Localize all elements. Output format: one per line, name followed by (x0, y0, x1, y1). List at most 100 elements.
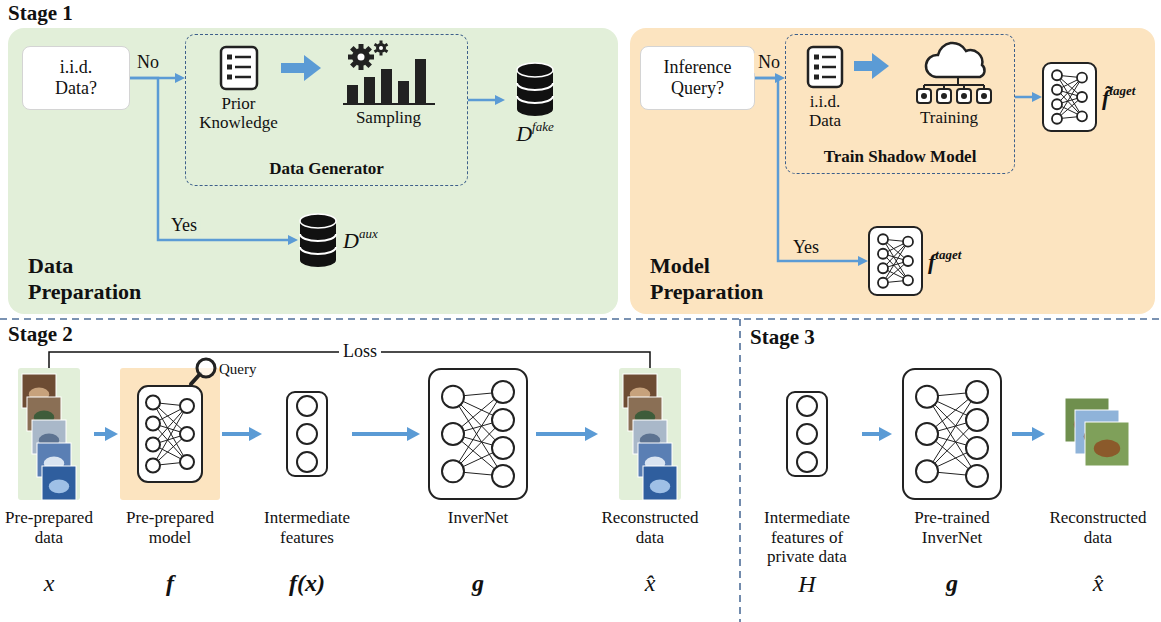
connector-arrow (1015, 96, 1032, 99)
edge-label: No (133, 53, 163, 73)
sampling-graphic (339, 41, 439, 105)
connector-arrow (854, 61, 872, 71)
invernet-box: Pre-trained InverNet g (892, 368, 1012, 596)
connector-arrow (1012, 432, 1032, 436)
math-superscript: fake (532, 119, 554, 134)
document-icon: i.i.d. Data (796, 45, 854, 130)
panel-title-box: Model Preparation (650, 253, 800, 304)
connector-arrow (755, 78, 858, 261)
math-symbol: x̂ (1045, 570, 1151, 596)
connector-arrow (536, 432, 585, 436)
invernet-box: InverNet g (420, 368, 536, 596)
imgs2-graphic (1063, 368, 1133, 500)
doc-graphic (219, 45, 259, 91)
panel-title-box: Data Preparation (28, 253, 178, 304)
image-stack: Reconstructed datax̂ (598, 368, 702, 596)
math-label: Daux (343, 226, 378, 254)
math-label: ftaget (928, 247, 961, 275)
cloud-graphic (903, 41, 995, 105)
math-symbol: f(x) (262, 570, 352, 596)
decision-box: i.i.d. Data? (22, 46, 130, 110)
feature-vector: Intermediate features f(x) (262, 368, 352, 596)
edge-label-box: Yes (789, 238, 823, 258)
imgs-graphic (18, 368, 80, 500)
node-caption: Intermediate features of private data (752, 508, 862, 567)
node-caption: Pre-trained InverNet (892, 508, 1012, 566)
math-symbol: x̂ (598, 570, 702, 596)
network-model: ftaget (868, 226, 961, 296)
math-symbol: g (420, 570, 536, 596)
connector-arrow (130, 77, 175, 80)
edge-label-box: No (754, 53, 784, 73)
inver-graphic (902, 368, 1002, 500)
stage-heading: Stage 3 (750, 326, 815, 349)
label-box: Query (219, 361, 257, 378)
icon-caption: i.i.d. Data (796, 92, 854, 130)
math-symbol: g (892, 570, 1012, 596)
edge-label: Yes (789, 238, 823, 258)
group-title: Train Shadow Model (786, 147, 1014, 167)
math-symbol: f (928, 249, 935, 274)
group-title-box: Train Shadow Model (786, 147, 1014, 167)
group-title: Data Generator (186, 159, 467, 179)
stage-heading: Stage 1 (8, 2, 73, 25)
stage-separator (739, 319, 741, 622)
sampling-icon: Sampling (321, 41, 456, 127)
math-superscript: taget (1109, 83, 1135, 98)
math-symbol: f̃ (1102, 85, 1109, 110)
math-label: f̃taget (1102, 83, 1135, 111)
math-symbol: f (118, 570, 222, 596)
node-caption: Intermediate features (262, 508, 352, 566)
icon-caption: Sampling (321, 108, 456, 127)
db-graphic (515, 62, 555, 117)
edge-label-box: No (133, 53, 163, 73)
edge-label-box: Loss (339, 342, 381, 362)
math-symbol: x (4, 570, 94, 596)
edge-label-box: Yes (167, 216, 201, 236)
math-label: Dfake (505, 119, 565, 147)
connector-arrow (94, 432, 105, 436)
feat-graphic (286, 368, 328, 500)
connector-arrow (352, 432, 407, 436)
database-icon: Daux (298, 212, 378, 268)
icon-caption: Prior Knowledge (196, 94, 281, 132)
image-stack: Reconstructed data x̂ (1045, 368, 1151, 596)
node-caption: Pre-prepared data (4, 508, 94, 566)
model-graphic (120, 368, 220, 500)
stage-separator (0, 318, 1161, 320)
connector-arrow (468, 99, 495, 102)
imgs-graphic (619, 368, 681, 500)
node-caption: Reconstructed data (1045, 508, 1151, 566)
math-superscript: taget (935, 247, 961, 262)
net-graphic (868, 226, 923, 296)
connector-arrow (222, 432, 249, 436)
document-icon: Prior Knowledge (196, 45, 281, 132)
stage-heading: Stage 2 (8, 323, 73, 346)
connector-arrow (862, 432, 879, 436)
math-symbol: D (343, 228, 359, 253)
math-superscript: aux (359, 226, 378, 241)
training-icon: Training (889, 41, 1009, 127)
database-icon: Dfake (505, 62, 565, 147)
decision-text: Inference Query? (659, 57, 736, 98)
decision-text: i.i.d. Data? (47, 57, 105, 98)
db-graphic (298, 213, 338, 268)
network-model: f̃taget (1042, 62, 1135, 132)
query-label: Query (219, 361, 257, 378)
edge-label: No (754, 53, 784, 73)
icon-caption: Training (889, 108, 1009, 127)
connector-arrow (281, 63, 304, 73)
inver-graphic (428, 368, 528, 500)
group-box: Prior Knowledge SamplingData Generator (185, 34, 468, 186)
group-box: i.i.d. Data TrainingTrain Shadow Model (785, 34, 1015, 174)
stage-panel: i.i.d. Data? Prior Knowledge SamplingData … (8, 28, 618, 314)
math-symbol: D (516, 121, 532, 146)
group-title-box: Data Generator (186, 159, 467, 179)
net-graphic (1042, 62, 1097, 132)
math-symbol: H (752, 571, 862, 597)
edge-label: Yes (167, 216, 201, 236)
edge-label: Loss (339, 342, 381, 362)
node-caption: InverNet (420, 508, 536, 566)
feat-graphic (786, 368, 828, 500)
label-box: Stage 2 (8, 323, 73, 346)
